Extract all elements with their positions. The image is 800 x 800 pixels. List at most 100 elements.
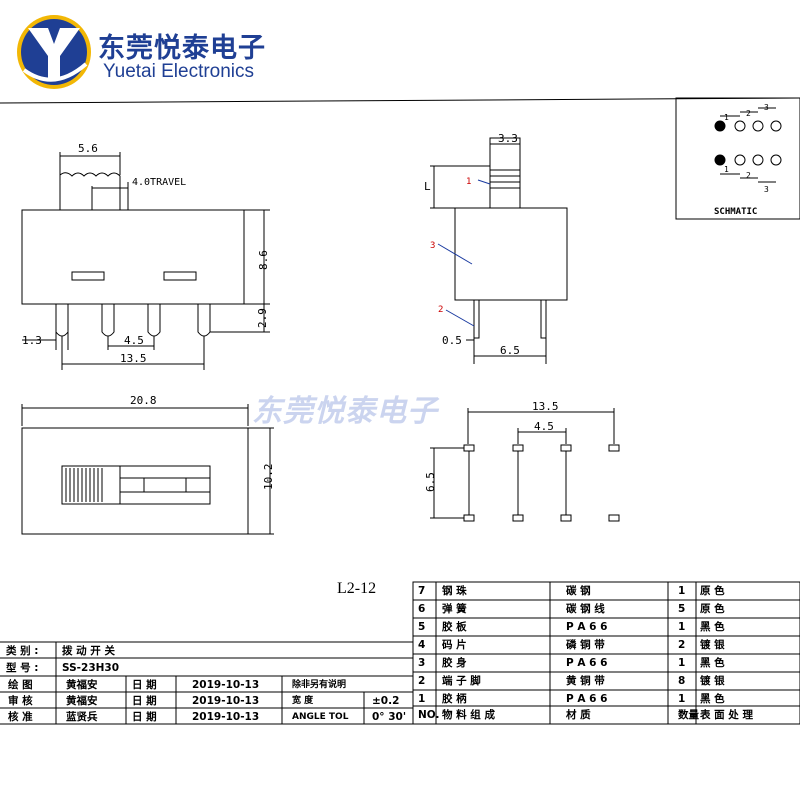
- front-dim-span: 13.5: [120, 352, 147, 365]
- signoff-role: 绘 图: [8, 679, 33, 691]
- schematic-label: SCHMATIC: [714, 207, 757, 217]
- bom-cell-name: 胶 板: [442, 621, 467, 633]
- signoff-date_label: 日 期: [132, 679, 157, 691]
- bom-cell-material: 碳 钢 线: [566, 603, 605, 615]
- side-view-drawing: 3.3 L 1 3 2 0.5 6.5: [424, 132, 568, 364]
- brand-name-cn: 东莞悦泰电子: [98, 33, 266, 64]
- side-dim-pin-thickness: 0.5: [442, 334, 462, 347]
- bom-cell-qty: 8: [678, 675, 686, 687]
- model-label-field: 型 号 :: [6, 662, 39, 674]
- front-dim-pin-width: 1.3: [22, 334, 42, 347]
- top-view-drawing: 20.8 10.2: [21, 394, 275, 535]
- signoff-date_label: 日 期: [132, 711, 157, 723]
- bom-cell-name: 端 子 脚: [442, 675, 481, 687]
- bom-cell-finish: 原 色: [700, 603, 725, 615]
- bom-cell-material: 磷 铜 带: [566, 639, 605, 651]
- schematic-b1: 1: [724, 165, 729, 174]
- side-dim-l: L: [424, 180, 431, 193]
- bom-cell-name: 弹 簧: [442, 603, 467, 615]
- side-dim-knob: 3.3: [498, 132, 518, 145]
- bom-cell-no: 7: [418, 585, 426, 597]
- watermark-text: 东莞悦泰电子: [252, 394, 438, 429]
- footprint-dim-depth: 6.5: [424, 472, 437, 492]
- bom-cell-finish: 黑 色: [700, 621, 725, 633]
- signoff-note: 除非另有说明: [292, 680, 347, 690]
- footprint-dim-pitch: 4.5: [534, 420, 554, 433]
- bom-cell-finish: 黑 色: [700, 693, 725, 705]
- callout-1: 1: [466, 177, 471, 187]
- front-dim-pitch: 4.5: [124, 334, 144, 347]
- signoff-name: 黄福安: [66, 695, 98, 707]
- bom-cell-material: P A 6 6: [566, 657, 608, 669]
- bom-cell-qty: 1: [678, 657, 686, 669]
- header: 东莞悦泰电子 Yuetai Electronics: [0, 0, 800, 100]
- front-view-drawing: 5.6 4.0TRAVEL 8.6 2.9 1.3 4.5 13.5: [21, 142, 270, 370]
- footprint-dim-span: 13.5: [532, 400, 559, 413]
- yuetai-logo-icon: [17, 15, 91, 89]
- schematic-diagram: 1 2 3 1 2 3 SCHMATIC: [714, 103, 782, 217]
- schematic-n1: 1: [724, 113, 729, 122]
- callout-2: 2: [438, 305, 443, 315]
- side-dim-depth: 6.5: [500, 344, 520, 357]
- type-label: 类 别 :: [6, 645, 39, 657]
- front-dim-pin: 2.9: [256, 308, 269, 328]
- bom-cell-no: 5: [418, 621, 426, 633]
- bom-cell-material: 材 质: [566, 709, 591, 721]
- bom-cell-name: 物 料 组 成: [442, 709, 495, 721]
- bom-cell-finish: 镀 银: [700, 675, 725, 687]
- signoff-name: 黄福安: [66, 679, 98, 691]
- bom-cell-finish: 黑 色: [700, 657, 725, 669]
- front-dim-travel: 4.0TRAVEL: [132, 177, 186, 188]
- callout-3: 3: [430, 241, 435, 251]
- signoff-note: ANGLE TOL: [292, 712, 349, 722]
- signoff-name: 蓝贤兵: [66, 711, 98, 723]
- footprint-drawing: 13.5 4.5 6.5: [424, 400, 620, 522]
- brand-name-en: Yuetai Electronics: [103, 61, 255, 82]
- bom-cell-finish: 表 面 处 理: [700, 709, 753, 721]
- bom-cell-no: 1: [418, 693, 426, 705]
- signoff-role: 审 核: [8, 695, 33, 707]
- schematic-n3: 3: [764, 103, 769, 112]
- bom-cell-no: 3: [418, 657, 426, 669]
- bom-cell-finish: 镀 银: [700, 639, 725, 651]
- bom-cell-no: 6: [418, 603, 426, 615]
- bom-cell-name: 胶 身: [442, 657, 467, 669]
- bom-cell-qty: 1: [678, 693, 686, 705]
- top-dim-width: 20.8: [130, 394, 157, 407]
- front-dim-top: 5.6: [78, 142, 98, 155]
- bom-cell-name: 钢 珠: [442, 585, 467, 597]
- bom-cell-qty: 数量: [678, 709, 699, 721]
- signoff-date_label: 日 期: [132, 695, 157, 707]
- bom-cell-qty: 1: [678, 621, 686, 633]
- bom-cell-material: P A 6 6: [566, 621, 608, 633]
- bom-cell-finish: 原 色: [700, 585, 725, 597]
- bom-cell-material: P A 6 6: [566, 693, 608, 705]
- bom-cell-qty: 1: [678, 585, 686, 597]
- signoff-date: 2019-10-13: [192, 695, 260, 707]
- schematic-b3: 3: [764, 185, 769, 194]
- top-dim-height: 10.2: [262, 464, 275, 491]
- signoff-date: 2019-10-13: [192, 679, 260, 691]
- title-block-grid: [0, 581, 800, 725]
- signoff-date: 2019-10-13: [192, 711, 260, 723]
- signoff-tol: ±0.2: [372, 695, 400, 707]
- bom-cell-qty: 2: [678, 639, 686, 651]
- bom-cell-material: 黄 铜 带: [566, 675, 605, 687]
- model-value: SS-23H30: [62, 662, 120, 674]
- bom-cell-no: 4: [418, 639, 426, 651]
- signoff-tol: 0° 30': [372, 711, 407, 723]
- signoff-role: 核 准: [8, 711, 33, 723]
- front-dim-height: 8.6: [257, 250, 270, 270]
- schematic-n2: 2: [746, 109, 751, 118]
- bom-cell-name: 胶 柄: [442, 693, 467, 705]
- bom-cell-name: 码 片: [442, 639, 467, 651]
- model-label: L2-12: [337, 580, 377, 597]
- bom-cell-qty: 5: [678, 603, 686, 615]
- bom-cell-material: 碳 钢: [566, 585, 591, 597]
- type-value: 拨 动 开 关: [62, 645, 115, 657]
- bom-cell-no: NO.: [418, 709, 440, 721]
- bom-cell-no: 2: [418, 675, 426, 687]
- signoff-note: 宽 度: [292, 696, 314, 706]
- schematic-b2: 2: [746, 171, 751, 180]
